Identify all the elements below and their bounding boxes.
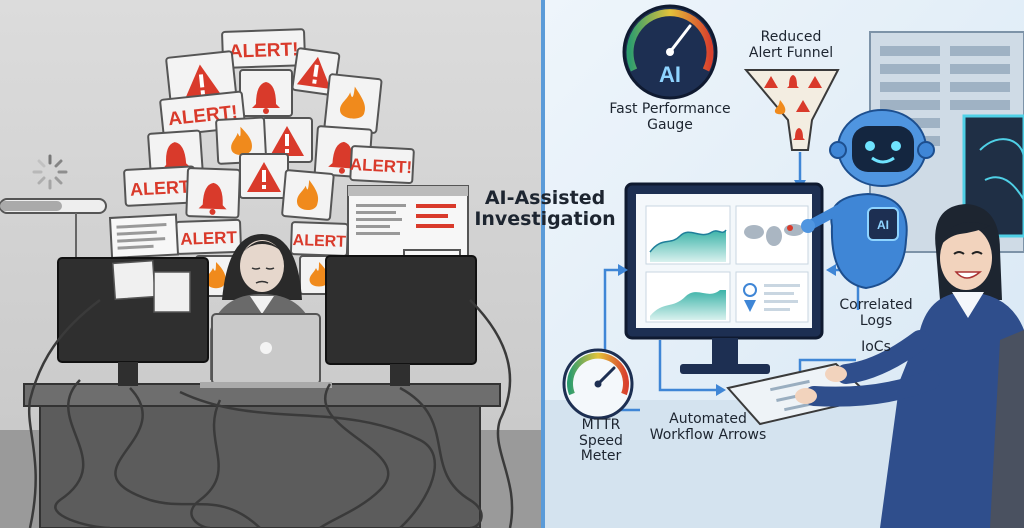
tangled-cables xyxy=(27,299,514,528)
alert-text: ALERT! xyxy=(229,39,299,62)
gauge-label-line2: Gauge xyxy=(647,116,693,133)
gauge-label-line1: Fast Performance xyxy=(609,101,731,117)
performance-gauge-label: Fast Performance Gauge xyxy=(590,101,750,133)
funnel-label-line1: Reduced xyxy=(760,29,822,45)
alert-card xyxy=(239,153,289,199)
alert-text: ALERT xyxy=(130,177,191,200)
panel-divider xyxy=(541,0,545,528)
office-chair xyxy=(990,330,1024,528)
alert-card: ALERT! xyxy=(349,145,415,185)
right-monitor xyxy=(325,255,477,386)
right-panel: AI xyxy=(545,0,1024,528)
cluttered-desk xyxy=(23,383,501,528)
progress-bar xyxy=(0,198,107,258)
alert-card xyxy=(239,69,293,117)
mttr-label: MTTR Speed Meter xyxy=(566,417,636,465)
correlated-logs-line1: Correlated xyxy=(839,297,913,313)
left-monitor xyxy=(57,257,209,386)
gauge-ai-badge: AI xyxy=(659,62,681,87)
ai-performance-gauge: AI xyxy=(622,4,718,100)
ai-assisted-investigation-label: AI-Assisted Investigation xyxy=(460,187,630,231)
funnel-label-line2: Alert Funnel xyxy=(748,44,834,61)
alert-card xyxy=(185,167,241,219)
ai-assisted-line1: AI-Assisted xyxy=(484,187,606,209)
workflow-arrowheads xyxy=(618,264,836,396)
alert-text: ALERT xyxy=(292,232,346,251)
workflow-line2: Workflow Arrows xyxy=(649,426,767,443)
mttr-line1: MTTR xyxy=(581,417,621,433)
alert-card: ALERT xyxy=(123,165,197,207)
left-panel: ALERT! ALERT! xyxy=(0,0,541,528)
mttr-speed-meter xyxy=(562,348,634,420)
correlated-logs-label: Correlated Logs xyxy=(826,297,926,329)
iocs-label: IoCs xyxy=(861,339,891,355)
alert-card: ALERT xyxy=(289,221,349,257)
alert-card xyxy=(323,73,383,134)
laptop xyxy=(200,313,332,388)
dashboard-monitor xyxy=(624,182,824,374)
alert-card xyxy=(215,116,268,165)
loading-spinner-icon xyxy=(32,154,68,190)
ai-robot: AI xyxy=(801,109,935,290)
happy-analyst xyxy=(795,204,1024,528)
alert-card: ALERT! xyxy=(221,28,307,69)
workflow-line1: Automated xyxy=(669,411,747,427)
mttr-line2: Speed xyxy=(579,432,623,449)
log-sheet xyxy=(108,213,180,259)
alert-card xyxy=(281,169,335,221)
workflow-arrows-label: Automated Workflow Arrows xyxy=(638,411,778,443)
log-sheet xyxy=(347,185,469,261)
ai-assisted-line2: Investigation xyxy=(474,208,616,231)
alert-funnel xyxy=(743,69,840,190)
mttr-line3: Meter xyxy=(580,448,622,465)
alert-card: ALERT xyxy=(175,218,242,255)
alert-text: ALERT xyxy=(180,228,238,249)
alert-text: ALERT! xyxy=(349,155,412,177)
robot-ai-chip: AI xyxy=(877,218,889,232)
alert-card xyxy=(261,117,313,163)
correlated-logs-line2: Logs xyxy=(859,312,893,329)
alert-funnel-label: Reduced Alert Funnel xyxy=(736,29,846,61)
